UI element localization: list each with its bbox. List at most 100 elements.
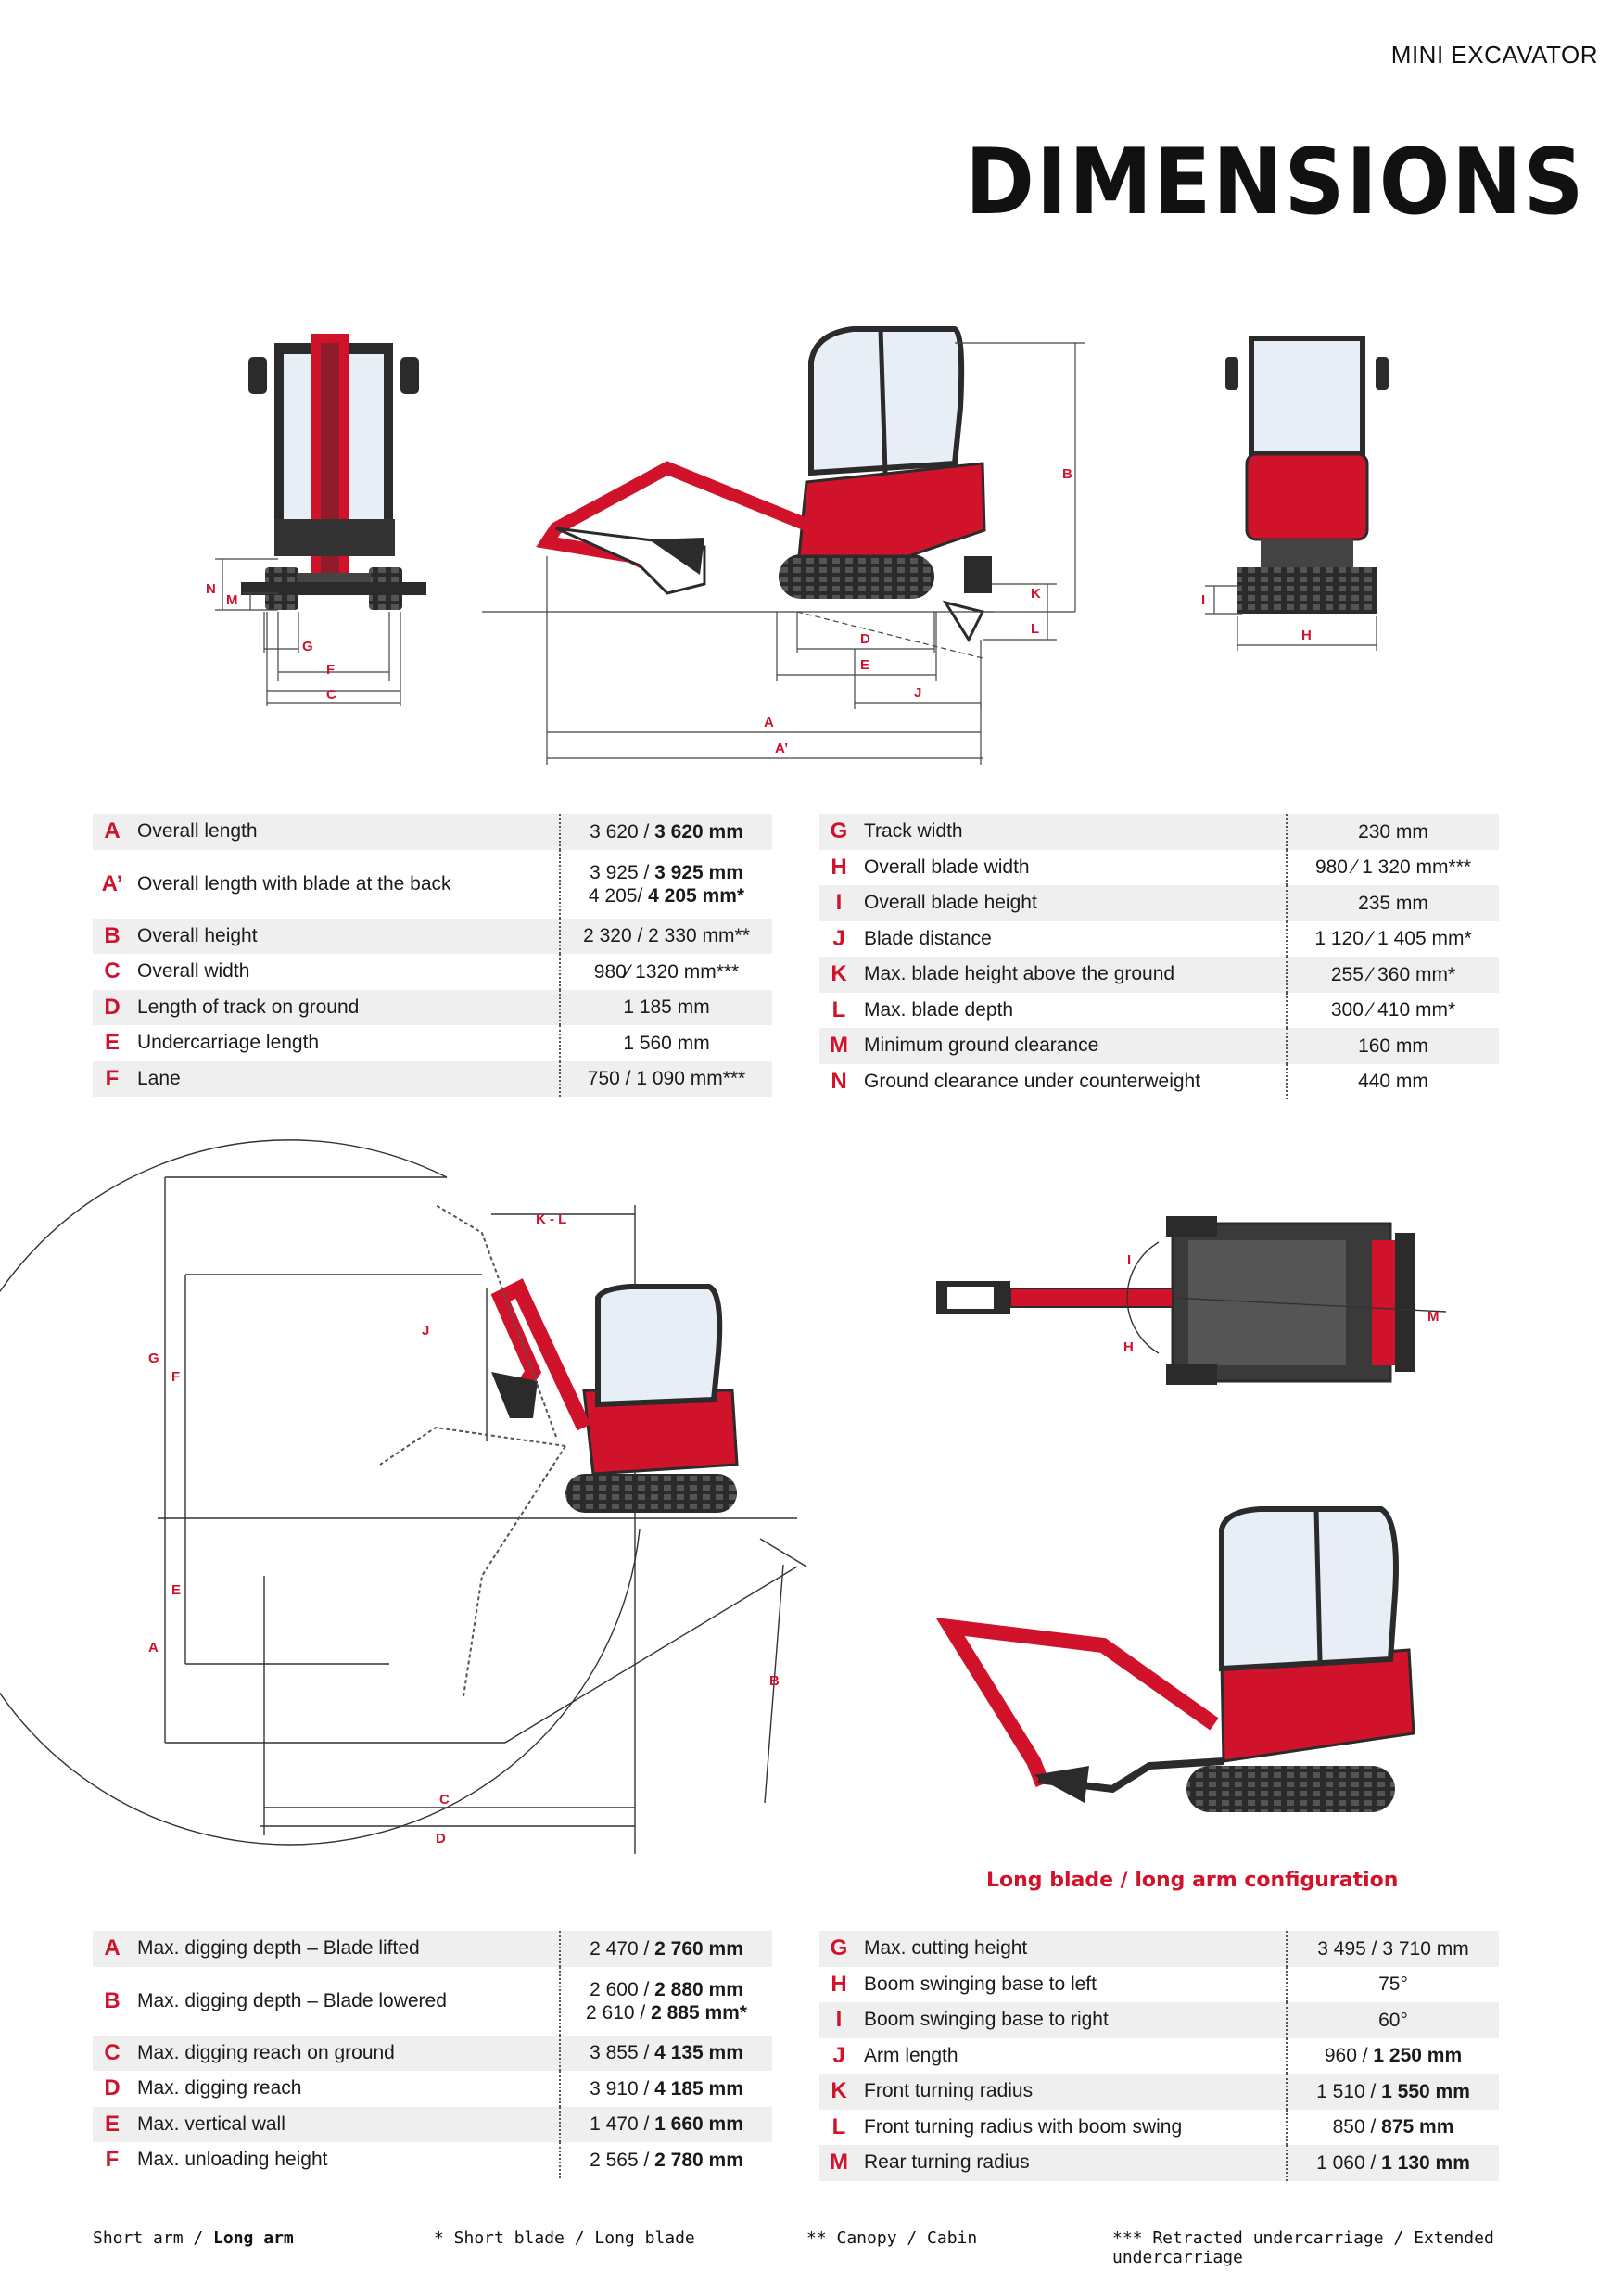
spec-value: 980⁄ 1320 mm***	[559, 954, 772, 990]
spec-label: Arm length	[864, 2044, 958, 2066]
dim-label-m: M	[226, 592, 238, 608]
dim-label-a-prime: A’	[775, 741, 788, 756]
spec-letter: B	[104, 1987, 121, 2013]
spec-label: Length of track on ground	[132, 989, 560, 1025]
dim2-label-e: E	[171, 1582, 181, 1598]
spec-value: 2 565 / 2 780 mm	[559, 2142, 772, 2178]
spec-value: 60°	[1286, 2002, 1499, 2038]
spec-value-normal: 2 320 / 2 330 mm**	[583, 925, 750, 947]
spec-letter: K	[819, 957, 858, 993]
spec-value: 1 560 mm	[559, 1025, 772, 1061]
spec-value-normal: 160 mm	[1358, 1034, 1428, 1057]
spec-label: Overall width	[137, 960, 250, 983]
spec-value-normal: 235 mm	[1358, 892, 1428, 914]
dimension-drawings-bottom: G F E A J K - L B C D I H M	[0, 1139, 1447, 1854]
spec-label: Front turning radius	[858, 2074, 1287, 2110]
spec-label: Lane	[132, 1060, 560, 1097]
dim2-label-a: A	[148, 1640, 159, 1656]
spec-value-bold: 4 185 mm	[654, 2077, 743, 2100]
spec-label: Overall blade height	[858, 885, 1287, 921]
dim-label-l: L	[1031, 621, 1039, 637]
footnote-arm-short: Short arm /	[93, 2228, 214, 2248]
spec-value-normal: 2 565 /	[590, 2149, 655, 2171]
side-view-drawing	[536, 326, 992, 643]
footnote-arm: Short arm / Long arm	[93, 2228, 294, 2248]
spec-value-normal: 1 185 mm	[623, 996, 710, 1019]
spec-value: 1 185 mm	[559, 989, 772, 1025]
dim-label-h: H	[1301, 628, 1312, 643]
spec-label: Boom swinging base to left	[864, 1973, 1097, 1995]
spec-label: Max. cutting height	[858, 1931, 1287, 1967]
spec-label: Max. blade height above the ground	[858, 957, 1287, 993]
dim-label-j: J	[914, 685, 921, 701]
dim-label-d: D	[860, 631, 870, 647]
dim-label-b: B	[1062, 466, 1072, 482]
spec-value: 255 ⁄ 360 mm*	[1286, 957, 1499, 993]
spec-value-normal: 1 120 ⁄ 1 405 mm*	[1314, 928, 1472, 950]
spec-value-normal: 980⁄ 1320 mm***	[593, 960, 740, 983]
spec-value-normal: 1 060 /	[1316, 2151, 1382, 2174]
dim-label-a: A	[764, 715, 774, 730]
dim-label-g: G	[302, 639, 313, 654]
spec-letter: A’	[101, 870, 123, 896]
ghost-arm-positions	[379, 1204, 566, 1697]
dim2-label-i: I	[1127, 1252, 1131, 1268]
spec-value-normal: 2 600 /	[590, 1978, 655, 2000]
spec-letter: J	[832, 2042, 845, 2068]
dim2-label-kl: K - L	[536, 1212, 566, 1227]
spec-value-bold: 2 780 mm	[654, 2149, 743, 2171]
spec-value-normal: 440 mm	[1358, 1071, 1428, 1093]
spec-value: 1 470 / 1 660 mm	[559, 2106, 772, 2142]
spec-value: 1 510 / 1 550 mm	[1286, 2074, 1499, 2110]
dim-label-i: I	[1201, 592, 1205, 608]
spec-value: 3 855 / 4 135 mm	[559, 2035, 772, 2071]
spec-value-normal: 60°	[1378, 2009, 1408, 2031]
spec-value: 3 620 / 3 620 mm	[559, 814, 772, 850]
dimension-drawings-top: N M G F C B K L D E J A A’	[206, 326, 1389, 765]
spec-value-normal: 3 620 /	[590, 820, 655, 843]
spec-letter: H	[831, 854, 847, 880]
spec-value-bold: 4 205 mm*	[648, 884, 745, 907]
top-view-drawing	[936, 1216, 1415, 1385]
spec-label: Front turning radius with boom swing	[864, 2115, 1183, 2138]
spec-value-normal: 1 560 mm	[623, 1032, 710, 1054]
spec-value: 750 / 1 090 mm***	[559, 1060, 772, 1097]
spec-value-normal: 850 /	[1332, 2116, 1382, 2138]
spec-value-normal: 300 ⁄ 410 mm*	[1330, 999, 1456, 1021]
spec-letter: F	[93, 1060, 132, 1097]
spec-letter: L	[831, 996, 846, 1022]
spec-letter: B	[93, 918, 132, 954]
spec-label: Max. digging reach	[137, 2077, 302, 2100]
dim-label-e: E	[860, 657, 869, 673]
spec-value-normal: 2 470 /	[590, 1937, 655, 1960]
spec-value-normal: 3 855 /	[590, 2042, 655, 2064]
spec-label: Overall length	[132, 814, 560, 850]
dim-label-k: K	[1031, 586, 1041, 602]
spec-label: Max. vertical wall	[132, 2106, 560, 2142]
spec-value: 3 495 / 3 710 mm	[1286, 1931, 1499, 1967]
spec-letter: D	[104, 2075, 121, 2101]
spec-value-bold: 1 250 mm	[1373, 2045, 1463, 2067]
spec-letter: H	[831, 1971, 847, 1997]
spec-letter: E	[93, 2106, 132, 2142]
spec-value-bold: 1 550 mm	[1381, 2080, 1470, 2102]
